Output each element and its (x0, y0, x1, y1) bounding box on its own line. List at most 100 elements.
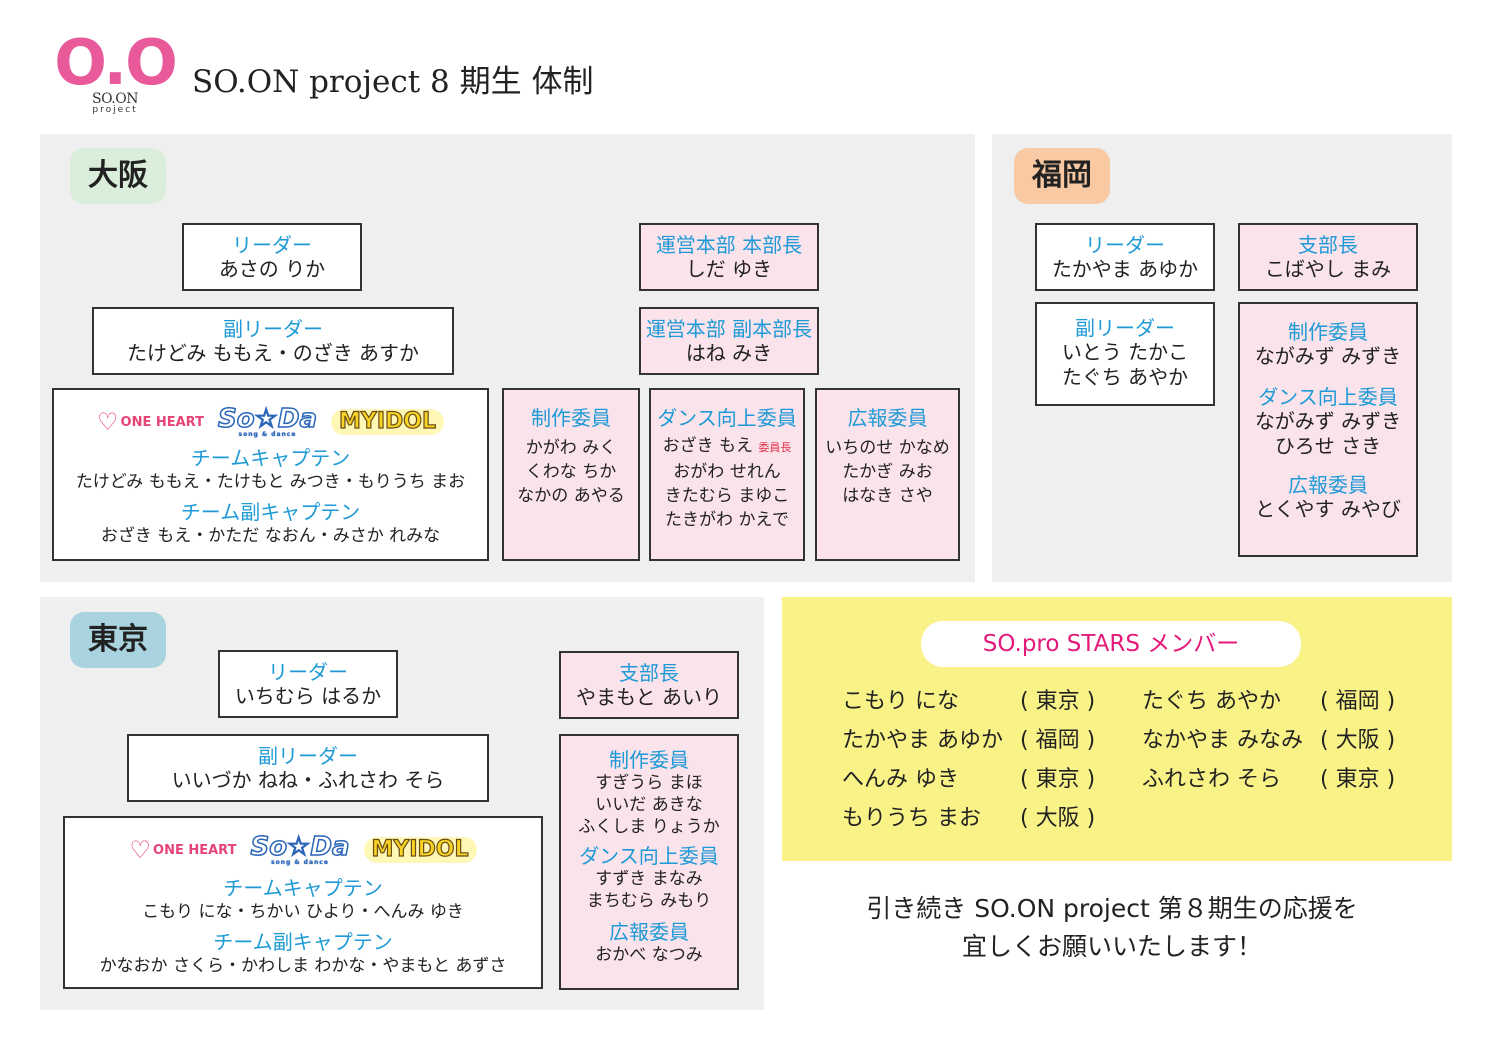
role-label: 副リーダー (1075, 316, 1175, 340)
osaka-hq-chief-box: 運営本部 本部長 しだ ゆき (639, 223, 819, 291)
member-name: やまもと あいり (576, 685, 722, 709)
member-name: かがわ みく (525, 438, 617, 458)
logo-mark: O.O (54, 26, 178, 99)
role-label: チームキャプテン (190, 446, 351, 470)
list-item: たぐち あやか ( 福岡 ) (1142, 689, 1396, 714)
stars-list-right: たぐち あやか ( 福岡 ) なかやま みなみ ( 大阪 ) ふれさわ そら (… (1142, 682, 1440, 799)
myidol-logo: MYIDOL (363, 837, 477, 864)
member-name: いちのせ かなめ (825, 438, 950, 458)
member-name: ながみず みずき (1254, 409, 1402, 433)
member-name: いとう たかこ (1061, 340, 1189, 364)
heart-icon: ♡ (129, 836, 152, 864)
member-name: はね みき (685, 341, 773, 365)
tokyo-committees-box: 制作委員 すぎうら まほ いいだ あきな ふくしま りょうか ダンス向上委員 す… (559, 734, 739, 990)
logo-sub: project (92, 105, 138, 115)
soda-text: So☆Da (250, 832, 351, 862)
member-name: たかぎ みお (842, 462, 933, 482)
one-heart-logo: ♡ ONE HEART (130, 838, 237, 862)
role-label: 制作委員 (531, 406, 611, 430)
member-name: いいだ あきな (595, 795, 703, 815)
closing-line-2: 宜しくお願いいたします！ (961, 932, 1262, 961)
closing-message: 引き続き SO.ON project 第８期生の応援を 宜しくお願いいたします！ (782, 890, 1442, 966)
member-name: しだ ゆき (685, 257, 773, 281)
heart-icon: ♡ (97, 408, 119, 436)
tokyo-sub-leader-box: 副リーダー いいづか ねね・ふれさわ そら (127, 734, 489, 802)
role-label: 広報委員 (1288, 473, 1368, 497)
myidol-logo: MYIDOL (331, 409, 444, 436)
role-label: ダンス向上委員 (579, 844, 719, 868)
member-name: たけどみ ももえ・たけもと みつき・もりうち まお (75, 472, 466, 492)
logo: O.O SO.ON project (52, 32, 178, 122)
osaka-hq-vice-box: 運営本部 副本部長 はね みき (639, 307, 819, 375)
role-label: 広報委員 (609, 920, 689, 944)
role-label: チーム副キャプテン (213, 930, 393, 954)
list-item: もりうち まお ( 大阪 ) (842, 806, 1096, 831)
role-label: リーダー (232, 233, 312, 257)
one-heart-logo: ♡ ONE HEART (97, 410, 204, 434)
member-name: たきがわ かえで (665, 510, 789, 530)
role-label: 制作委員 (609, 748, 689, 772)
tokyo-leader-box: リーダー いちむら はるか (218, 650, 398, 718)
role-label: リーダー (1085, 233, 1165, 257)
member-name: おざき もえ (662, 436, 753, 456)
osaka-teams-box: ♡ ONE HEART So☆Da song & dance MYIDOL チー… (52, 388, 489, 561)
member-name: ひろせ さき (1274, 434, 1382, 458)
member-name: いいづか ねね・ふれさわ そら (171, 768, 445, 792)
committee-chair: おざき もえ 委員長 (651, 434, 803, 460)
member-name: はなき さや (842, 486, 933, 506)
team-logos: ♡ ONE HEART So☆Da song & dance MYIDOL (65, 830, 541, 870)
osaka-production-box: 制作委員 かがわ みく くわな ちか なかの あやる (502, 388, 640, 561)
role-label: 制作委員 (1288, 320, 1368, 344)
member-name: かなおか さくら・かわしま わかな・やまもと あずさ (99, 956, 507, 976)
one-heart-text: ONE HEART (153, 842, 237, 858)
role-label: ダンス向上委員 (1258, 385, 1398, 409)
soda-sub-text: song & dance (238, 431, 297, 438)
member-name: ながみず みずき (1254, 344, 1402, 368)
member-name: いちむら はるか (234, 684, 382, 708)
list-item: なかやま みなみ ( 大阪 ) (1142, 728, 1396, 753)
osaka-pr-box: 広報委員 いちのせ かなめ たかぎ みお はなき さや (815, 388, 960, 561)
role-label: 支部長 (619, 661, 679, 685)
role-label: 支部長 (1298, 233, 1358, 257)
member-name: あさの りか (218, 257, 326, 281)
page-title: SO.ON project 8 期生 体制 (192, 64, 594, 100)
list-item: へんみ ゆき ( 東京 ) (842, 767, 1096, 792)
member-name: くわな ちか (525, 462, 617, 482)
tokyo-teams-box: ♡ ONE HEART So☆Da song & dance MYIDOL チー… (63, 816, 543, 989)
member-name: まちむら みもり (586, 891, 712, 911)
member-name: すずき まなみ (595, 869, 703, 889)
member-name: なかの あやる (517, 486, 625, 506)
fukuoka-leader-box: リーダー たかやま あゆか (1035, 223, 1215, 291)
member-name: すぎうら まほ (595, 773, 703, 793)
fukuoka-region-label: 福岡 (1014, 148, 1110, 204)
soda-sub-text: song & dance (271, 859, 329, 866)
member-name: こもり にな・ちかい ひより・へんみ ゆき (142, 902, 464, 922)
fukuoka-branch-chief-box: 支部長 こばやし まみ (1238, 223, 1418, 291)
member-name: とくやす みやび (1255, 497, 1401, 521)
soda-logo: So☆Da song & dance (217, 405, 318, 438)
role-label: 運営本部 本部長 (655, 233, 803, 257)
soda-logo: So☆Da song & dance (250, 832, 351, 866)
role-label: 運営本部 副本部長 (645, 317, 813, 341)
tokyo-region-label: 東京 (70, 612, 166, 668)
team-logos: ♡ ONE HEART So☆Da song & dance MYIDOL (54, 402, 487, 442)
member-name: おかべ なつみ (595, 945, 703, 965)
logo-brand: SO.ON (92, 91, 138, 107)
member-name: おざき もえ・かただ なおん・みさか れみな (100, 526, 441, 546)
tokyo-branch-chief-box: 支部長 やまもと あいり (559, 651, 739, 719)
role-label: ダンス向上委員 (657, 406, 797, 430)
stars-title: SO.pro STARS メンバー (921, 621, 1301, 667)
osaka-region-label: 大阪 (70, 148, 166, 204)
osaka-sub-leader-box: 副リーダー たけどみ ももえ・のざき あすか (92, 307, 454, 375)
osaka-leader-box: リーダー あさの りか (182, 223, 362, 291)
list-item: たかやま あゆか ( 福岡 ) (842, 728, 1096, 753)
closing-line-1: 引き続き SO.ON project 第８期生の応援を (866, 894, 1358, 923)
member-name: おがわ せれん (673, 462, 781, 482)
list-item: ふれさわ そら ( 東京 ) (1142, 767, 1396, 792)
role-label: チーム副キャプテン (180, 500, 361, 524)
member-name: ふくしま りょうか (578, 817, 720, 837)
role-label: 副リーダー (223, 317, 323, 341)
osaka-dance-box: ダンス向上委員 おざき もえ 委員長 おがわ せれん きたむら まゆこ たきがわ… (649, 388, 805, 561)
chair-badge: 委員長 (758, 441, 792, 454)
role-label: リーダー (268, 660, 348, 684)
